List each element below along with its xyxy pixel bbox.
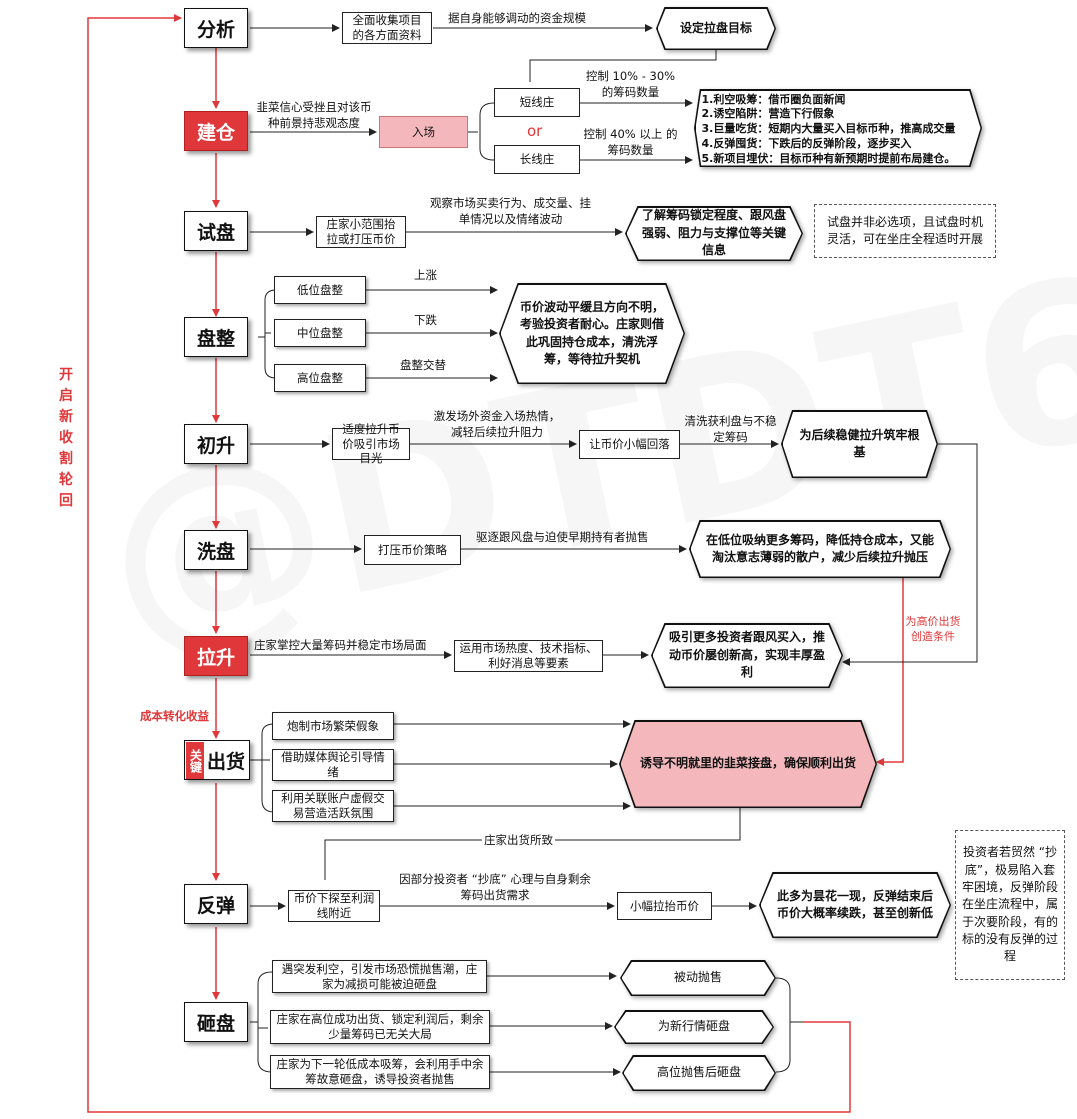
rebound-note: 因部分投资者 “抄底” 心理与自身剩余筹码出货需求 <box>399 872 591 902</box>
or-label: or <box>527 122 543 140</box>
pump-result: 吸引更多投资者跟风买入，推动币价屡创新高，实现丰厚盈利 <box>652 624 842 687</box>
consolidate-result: 币价波动平缓且方向不明，考验投资者耐心。庄家则借此巩固持仓成本，清洗浮筹，等待拉… <box>500 284 684 383</box>
short-term-box: 短线庄 <box>494 88 580 117</box>
rebound-note-box: 投资者若贸然 “抄底”，极易陷入套牢困境，反弹阶段在坐庄流程中，属于次要阶段，有… <box>955 830 1065 980</box>
consolidate-result-shape: 币价波动平缓且方向不明，考验投资者耐心。庄家则借此巩固持仓成本，清洗浮筹，等待拉… <box>499 283 685 384</box>
goal-shape: 设定拉盘目标 <box>656 7 776 50</box>
test-observe-note: 观察市场买卖行为、成交量、挂单情况以及情绪波动 <box>430 196 591 226</box>
sell-method-2: 借助媒体舆论引导情绪 <box>272 749 394 781</box>
sell-result-shape: 诱导不明就里的韭菜接盘，确保顺利出货 <box>619 720 877 808</box>
stage-analyze: 分析 <box>184 8 248 48</box>
pullback-box: 让币价小幅回落 <box>579 430 680 459</box>
sell-result: 诱导不明就里的韭菜接盘，确保顺利出货 <box>620 721 876 807</box>
dump-cause-2: 庄家在高位成功出货、锁定利润后，剩余少量筹码已无关大局 <box>270 1010 490 1044</box>
key-tag: 关键 <box>186 742 204 779</box>
stage-sell-label: 出货 <box>206 750 245 773</box>
pump-result-shape: 吸引更多投资者跟风买入，推动币价屡创新高，实现丰厚盈利 <box>651 623 843 688</box>
stage-dump: 砸盘 <box>184 1002 248 1042</box>
funding-note: 据自身能够调动的资金规模 <box>448 11 586 25</box>
build-methods: 1.利空吸筹：借币圈负面新闻 2.诱空陷阱：营造下行假象 3.巨量吃货：短期内大… <box>695 90 981 166</box>
passive-sell: 被动抛售 <box>621 961 775 995</box>
new-market-dump: 为新行情砸盘 <box>615 1011 773 1043</box>
rise-result: 为后续稳健拉升筑牢根基 <box>782 411 937 477</box>
up-label: 上涨 <box>414 268 437 282</box>
build-method-item: 1.利空吸筹：借币圈负面新闻 <box>701 92 846 106</box>
stage-rise: 初升 <box>184 424 248 464</box>
wash-result-shape: 在低位吸纳更多筹码，降低持仓成本，又能淘汰意志薄弱的散户，减少后续拉升抛压 <box>689 520 951 578</box>
rebound-result: 此多为昙花一现，反弹结束后币价大概率续跌，甚至创新低 <box>760 873 950 937</box>
lift-price-box: 小幅拉抬币价 <box>617 892 712 920</box>
wash-result: 在低位吸纳更多筹码，降低持仓成本，又能淘汰意志薄弱的散户，减少后续拉升抛压 <box>690 521 950 577</box>
long-term-note: 控制 40% 以上 的筹码数量 <box>583 127 678 157</box>
rise-note: 激发场外资金入场热情，减轻后续拉升阻力 <box>433 409 561 439</box>
stage-build: 建仓 <box>184 111 248 151</box>
sell-method-3: 利用关联账户虚假交易营造活跃氛围 <box>272 790 394 822</box>
convert-label: 成本转化收益 <box>140 709 209 723</box>
stage-rebound: 反弹 <box>184 884 248 924</box>
sell-method-1: 炮制市场繁荣假象 <box>272 712 394 740</box>
side-loop-label: 开启新收割轮回 <box>59 367 73 509</box>
test-action-box: 庄家小范围抬拉或打压币价 <box>316 216 406 248</box>
build-note: 韭菜信心受挫且对该币种前景持悲观态度 <box>256 100 372 130</box>
short-term-note: 控制 10% - 30% 的筹码数量 <box>585 69 676 99</box>
goal-text: 设定拉盘目标 <box>657 8 775 49</box>
test-result-shape: 了解筹码锁定程度、跟风盘强弱、阻力与支撑位等关键信息 <box>625 206 803 261</box>
passive-sell-shape: 被动抛售 <box>620 960 776 996</box>
dump-cause-1: 遇突发利空，引发市场恐慌抛售潮，庄家为减损可能被迫砸盘 <box>272 960 487 993</box>
test-result: 了解筹码锁定程度、跟风盘强弱、阻力与支撑位等关键信息 <box>626 207 802 260</box>
rise-action-box: 适度拉升币价吸引市场目光 <box>332 422 410 465</box>
stage-test: 试盘 <box>184 211 248 251</box>
rise-note-2: 清洗获利盘与不稳定筹码 <box>684 414 777 444</box>
wash-action-box: 打压币价策略 <box>364 535 461 565</box>
post-high-dump-shape: 高位抛售后砸盘 <box>622 1055 776 1091</box>
wash-note: 驱逐跟风盘与迫使早期持有者抛售 <box>476 530 649 544</box>
long-term-box: 长线庄 <box>494 145 580 174</box>
build-method-item: 4.反弹囤货：下跌后的反弹阶段，逐步买入 <box>701 137 912 151</box>
build-method-item: 3.巨量吃货：短期内大量买入目标币种，推高成交量 <box>701 122 956 136</box>
build-method-item: 5.新项目埋伏：目标币种有新预期时提前布局建仓。 <box>701 151 956 165</box>
high-consolidate-box: 高位盘整 <box>274 364 366 392</box>
rebound-action-box: 币价下探至利润线附近 <box>288 890 380 922</box>
new-market-dump-shape: 为新行情砸盘 <box>614 1010 774 1044</box>
post-high-dump: 高位抛售后砸盘 <box>623 1056 775 1090</box>
high-price-note: 为高价出货创造条件 <box>905 615 961 643</box>
mid-consolidate-box: 中位盘整 <box>274 319 366 347</box>
rebound-result-shape: 此多为昙花一现，反弹结束后币价大概率续跌，甚至创新低 <box>759 872 951 938</box>
rise-result-shape: 为后续稳健拉升筑牢根基 <box>781 410 938 478</box>
down-label: 下跌 <box>414 313 437 327</box>
stage-wash: 洗盘 <box>184 530 248 570</box>
dump-cause-3: 庄家为下一轮低成本吸筹，会利用手中余筹故意砸盘，诱导投资者抛售 <box>270 1055 490 1089</box>
test-note-box: 试盘并非必选项，且试盘时机灵活，可在坐庄全程适时开展 <box>814 204 996 258</box>
stage-consolidate: 盘整 <box>184 317 248 357</box>
stage-pump: 拉升 <box>184 636 248 676</box>
sell-cause: 庄家出货所致 <box>482 833 555 849</box>
pump-action-box: 运用市场热度、技术指标、利好消息等要素 <box>454 640 603 672</box>
build-method-item: 2.诱空陷阱：营造下行假象 <box>701 107 835 121</box>
enter-box: 入场 <box>379 116 468 148</box>
build-methods-shape: 1.利空吸筹：借币圈负面新闻 2.诱空陷阱：营造下行假象 3.巨量吃货：短期内大… <box>694 89 982 167</box>
alternate-label: 盘整交替 <box>400 358 446 372</box>
low-consolidate-box: 低位盘整 <box>274 276 366 304</box>
collect-info-box: 全面收集项目的各方面资料 <box>342 12 432 44</box>
pump-note: 庄家掌控大量筹码并稳定市场局面 <box>254 638 427 652</box>
